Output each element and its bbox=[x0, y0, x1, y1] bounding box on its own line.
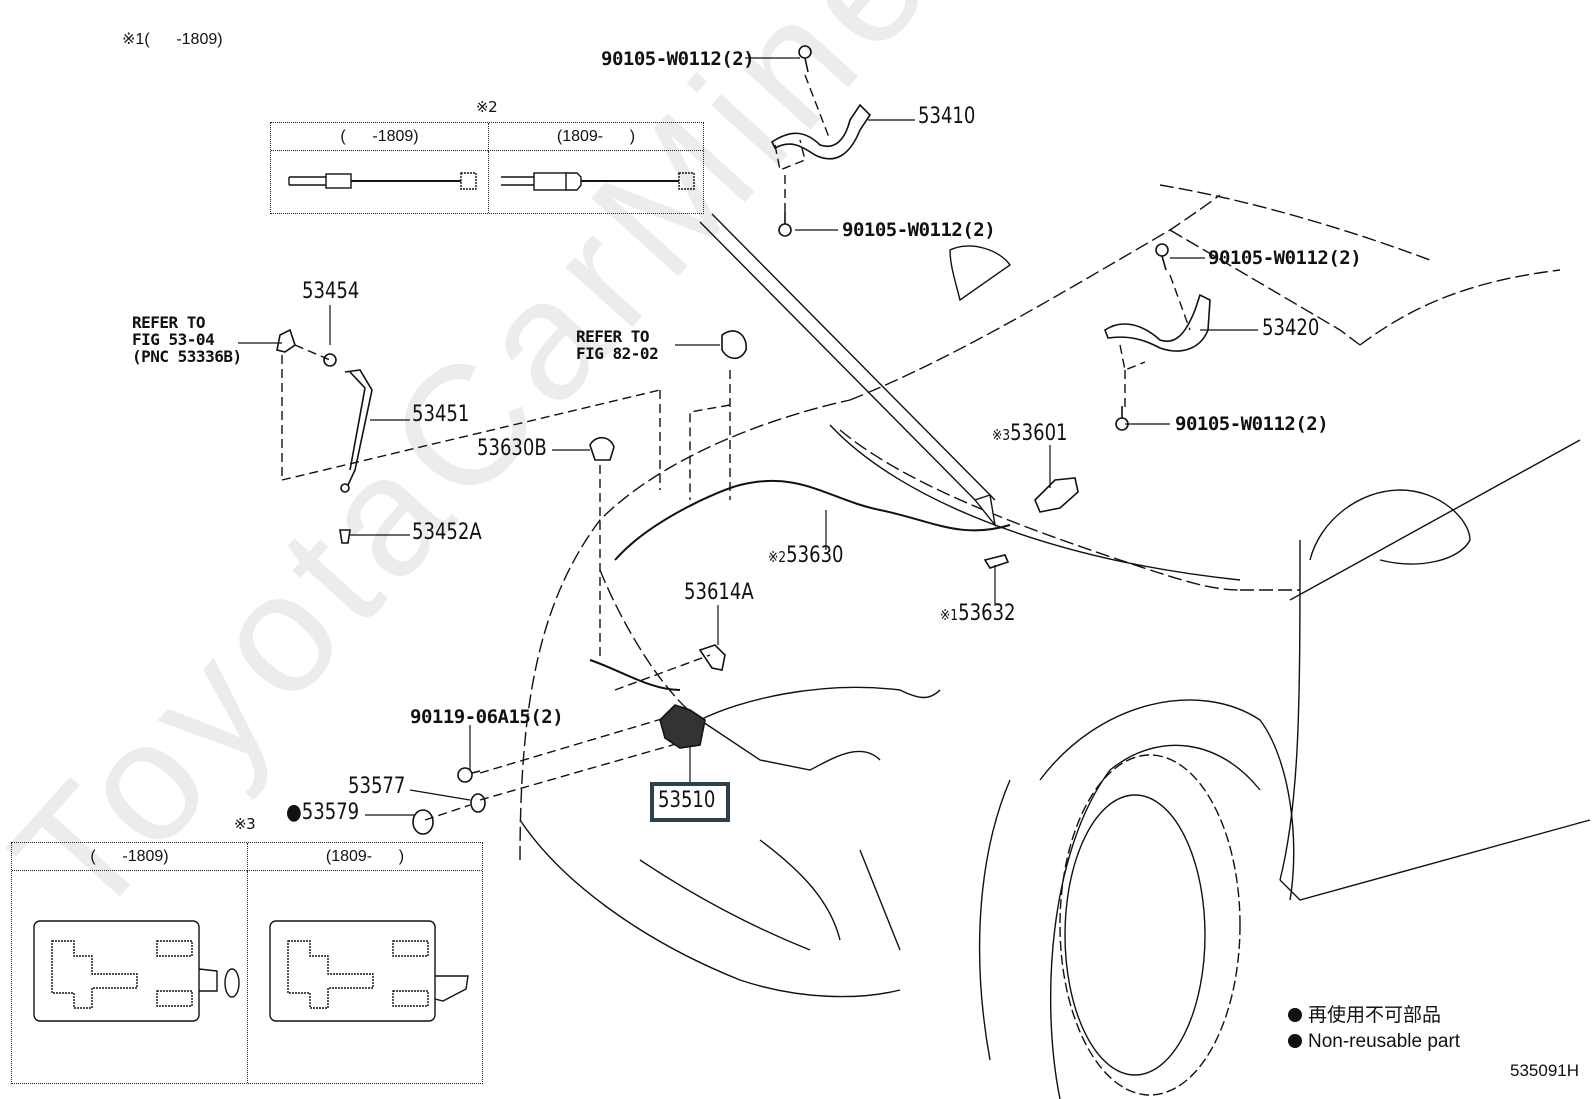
cable-variant-late bbox=[488, 151, 703, 213]
marker-3: ※3 bbox=[992, 426, 1011, 444]
non-reusable-dot-icon: ● bbox=[286, 800, 302, 825]
legend-item-jp: 再使用不可部品 bbox=[1288, 1003, 1460, 1029]
callout-part-53632[interactable]: ※153632 bbox=[940, 603, 1016, 625]
wheel bbox=[1049, 744, 1261, 1099]
table-2-marker: ※2 bbox=[476, 98, 498, 116]
bolt-icon bbox=[457, 45, 1169, 783]
refer-82-line-2: FIG 82-02 bbox=[576, 344, 659, 363]
refer-line-1: REFER TO bbox=[132, 313, 206, 332]
callout-part-53454[interactable]: 53454 bbox=[302, 279, 360, 304]
variant-table-lock: ( -1809) (1809- ) bbox=[11, 842, 483, 1084]
leader-lines bbox=[238, 57, 1258, 816]
refer-fig-82-02[interactable]: REFER TO FIG 82-02 bbox=[576, 327, 659, 363]
part-number: 53601 bbox=[1010, 421, 1068, 446]
cable-late-icon bbox=[501, 172, 695, 191]
callout-bolt-90119[interactable]: 90119-06A15(2) bbox=[410, 706, 564, 728]
non-reusable-dot-icon bbox=[1288, 1034, 1302, 1048]
cable-variant-early bbox=[271, 151, 488, 213]
note-marker: ※1 bbox=[122, 31, 145, 48]
support-53601 bbox=[1034, 477, 1079, 513]
callout-part-53410[interactable]: 53410 bbox=[918, 104, 976, 129]
note-range: ( -1809) bbox=[144, 31, 223, 48]
callout-part-53630B[interactable]: 53630B bbox=[477, 436, 547, 461]
hood-stay-53451 bbox=[340, 369, 373, 493]
callout-bolt-90105-bottom-right[interactable]: 90105-W0112(2) bbox=[1175, 413, 1329, 435]
header-note: ※1( -1809) bbox=[122, 32, 223, 48]
legend: 再使用不可部品 Non-reusable part bbox=[1288, 1003, 1460, 1055]
clamp-refer-82-02 bbox=[721, 330, 747, 360]
pointer-arrow bbox=[699, 213, 997, 528]
hood-release-cable bbox=[614, 480, 1011, 561]
callout-part-53451[interactable]: 53451 bbox=[412, 402, 470, 427]
bracket-refer-53-04 bbox=[276, 328, 296, 353]
part-number: 53632 bbox=[958, 601, 1016, 626]
legend-text-en: Non-reusable part bbox=[1308, 1031, 1461, 1052]
legend-text-jp: 再使用不可部品 bbox=[1308, 1005, 1442, 1026]
callout-bolt-90105-bottom-left[interactable]: 90105-W0112(2) bbox=[842, 219, 996, 241]
lock-variant-early bbox=[12, 871, 247, 1083]
hood-lock-53510 bbox=[659, 704, 706, 749]
non-reusable-dot-icon bbox=[1288, 1008, 1302, 1022]
callout-bolt-90105-top-right[interactable]: 90105-W0112(2) bbox=[1208, 247, 1362, 269]
callout-part-53577[interactable]: 53577 bbox=[348, 774, 406, 799]
table-3-marker: ※3 bbox=[234, 815, 256, 833]
table-2-header-late: (1809- ) bbox=[488, 123, 703, 151]
part-number: 53630 bbox=[786, 543, 844, 568]
refer-fig-53-04[interactable]: REFER TO FIG 53-04 (PNC 53336B) bbox=[132, 314, 242, 365]
cable-early-icon bbox=[288, 172, 477, 190]
clip-53632 bbox=[983, 554, 1010, 569]
cable-lower bbox=[589, 659, 681, 691]
highlighted-part-box[interactable]: 53510 bbox=[650, 782, 730, 822]
hood-hinge-53410 bbox=[770, 103, 872, 160]
refer-line-2: FIG 53-04 bbox=[132, 330, 215, 349]
clip-53454 bbox=[323, 353, 337, 367]
cushion-53577 bbox=[470, 793, 486, 813]
callout-bolt-90105-top-left[interactable]: 90105-W0112(2) bbox=[601, 48, 755, 70]
lock-switch-late-icon bbox=[269, 920, 469, 1022]
clamp-53630B bbox=[589, 436, 615, 461]
variant-table-cable: ( -1809) (1809- ) bbox=[270, 122, 704, 214]
callout-part-53630[interactable]: ※253630 bbox=[768, 545, 844, 567]
hood-hinge-53420 bbox=[1104, 293, 1211, 352]
marker-2: ※2 bbox=[768, 548, 787, 566]
marker-1: ※1 bbox=[940, 606, 959, 624]
plug-53579 bbox=[412, 809, 434, 835]
callout-part-53420[interactable]: 53420 bbox=[1262, 316, 1320, 341]
callout-part-53579[interactable]: ●53579 bbox=[286, 802, 359, 824]
clamp-53614A bbox=[698, 644, 726, 671]
table-2-header-early: ( -1809) bbox=[271, 123, 488, 151]
part-number: 53579 bbox=[301, 800, 360, 825]
refer-line-3: (PNC 53336B) bbox=[132, 347, 242, 366]
callout-part-53452A[interactable]: 53452A bbox=[412, 520, 482, 545]
legend-item-en: Non-reusable part bbox=[1288, 1029, 1460, 1055]
car-outline bbox=[519, 184, 1561, 861]
grommet-53452A bbox=[339, 529, 351, 544]
callout-part-53614A[interactable]: 53614A bbox=[684, 580, 754, 605]
car-solid-lines bbox=[519, 245, 1591, 1061]
lock-switch-early-icon bbox=[33, 920, 240, 1022]
lock-variant-late bbox=[247, 871, 482, 1083]
callout-part-53601[interactable]: ※353601 bbox=[992, 423, 1068, 445]
refer-82-line-1: REFER TO bbox=[576, 327, 650, 346]
table-3-header-early: ( -1809) bbox=[12, 843, 247, 871]
table-3-header-late: (1809- ) bbox=[247, 843, 482, 871]
figure-id: 535091H bbox=[1510, 1061, 1580, 1080]
callout-part-53510[interactable]: 53510 bbox=[658, 788, 716, 813]
